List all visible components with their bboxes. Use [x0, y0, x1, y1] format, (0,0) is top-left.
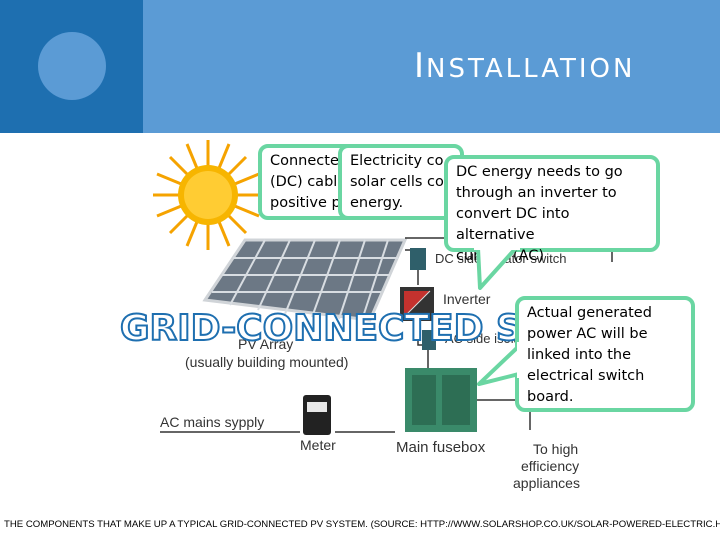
callout-dc-cable-line: positive p — [270, 195, 341, 211]
solar-panel-array — [202, 238, 408, 322]
callout-ac-power: Actual generated power AC will be linked… — [515, 296, 695, 412]
meter-icon — [303, 395, 331, 435]
callout-ac-power-line: Actual generated — [527, 305, 652, 321]
callout-ac-power-line: electrical switch — [527, 368, 645, 384]
appliances-label-2: efficiency — [521, 458, 580, 474]
fusebox-label: Main fusebox — [396, 439, 486, 456]
meter-label: Meter — [300, 437, 336, 453]
callout-electricity: Electricity co solar cells co energy. — [338, 144, 464, 220]
callout-ac-power-line: power AC will be — [527, 326, 648, 342]
slide-title: INSTALLATION — [414, 46, 635, 86]
callout-ac-power-tail — [477, 342, 523, 386]
inverter-icon — [400, 287, 434, 321]
callout-inverter-tail — [474, 246, 520, 290]
title-first-letter: I — [414, 46, 427, 86]
appliances-label-3: appliances — [513, 475, 580, 491]
title-rest: NSTALLATION — [426, 54, 636, 84]
callout-electricity-line: solar cells co — [350, 174, 444, 190]
decorative-circle — [38, 32, 106, 100]
callout-electricity-line: energy. — [350, 195, 404, 211]
pv-system-diagram — [153, 140, 613, 435]
inverter-label: Inverter — [443, 291, 491, 307]
callout-ac-power-line: linked into the — [527, 347, 632, 363]
callout-dc-cable-line: (DC) cabl — [270, 174, 338, 190]
figure-caption: THE COMPONENTS THAT MAKE UP A TYPICAL GR… — [4, 519, 720, 530]
ac-mains-label: AC mains sypply — [160, 414, 265, 430]
callout-inverter: DC energy needs to go through an inverte… — [444, 155, 660, 264]
pv-array-sublabel: (usually building mounted) — [185, 354, 349, 370]
fusebox-icon — [405, 368, 477, 432]
grid-connected-heading: GRID-CONNECTED SY — [119, 307, 549, 350]
header-accent-block — [0, 0, 143, 133]
callout-electricity-line: Electricity co — [350, 153, 444, 169]
ac-isolator-icon — [422, 330, 436, 350]
slide-header: INSTALLATION — [0, 0, 720, 133]
appliances-label-1: To high — [533, 441, 579, 457]
callout-inverter-line: convert DC into alternative — [456, 206, 570, 243]
callout-ac-power-line: board. — [527, 389, 574, 405]
pv-array-label: PV Array — [238, 336, 294, 352]
callout-dc-cable-line: Connecte — [270, 153, 339, 169]
dc-switch-icon — [410, 248, 426, 270]
ac-isolator-label: AC side isolator — [445, 331, 537, 346]
sun-icon — [153, 140, 263, 250]
callout-inverter-line: through an inverter to — [456, 185, 617, 201]
callout-inverter-line: DC energy needs to go — [456, 164, 623, 180]
